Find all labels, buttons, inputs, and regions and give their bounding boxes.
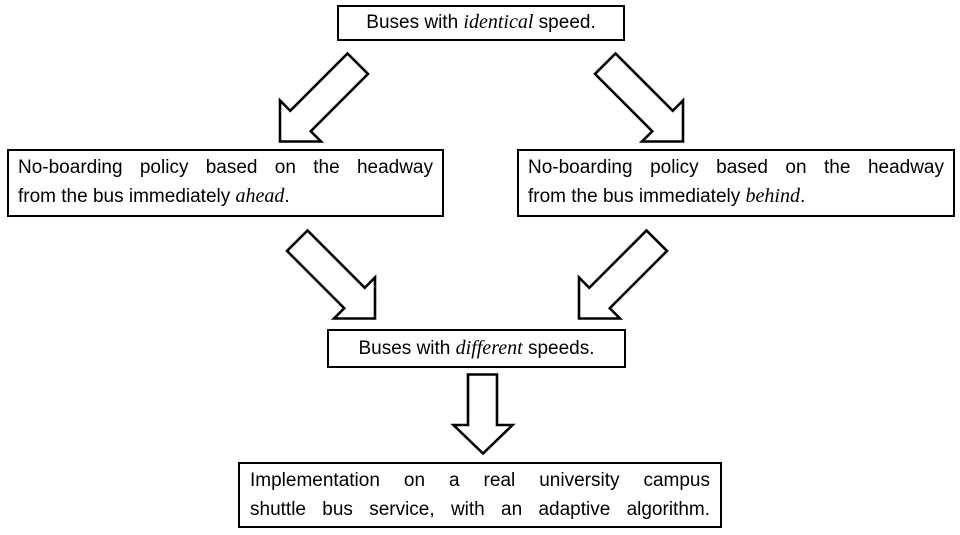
- connector-top-to-left: [277, 51, 371, 144]
- node-line-2: from the bus immediately ahead.: [18, 182, 433, 211]
- connector-left-to-middle: [284, 228, 378, 321]
- node-label-emphasis: different: [455, 337, 523, 359]
- node-label-lead: from the bus immediately: [528, 186, 746, 207]
- node-label-lead: Buses with: [366, 12, 464, 33]
- node-line-2: from the bus immediately behind.: [528, 182, 944, 211]
- node-line-1: No-boarding policy based on the headway: [528, 157, 944, 178]
- node-label-lead: from the bus immediately: [18, 186, 236, 207]
- node-label-tail: speed.: [533, 12, 596, 33]
- node-label-emphasis: identical: [463, 11, 534, 33]
- node-buses-different-speeds: Buses with different speeds.: [327, 329, 626, 368]
- node-label-tail: .: [799, 186, 806, 207]
- node-label-emphasis: behind: [745, 185, 800, 207]
- node-buses-identical-speed: Buses with identical speed.: [337, 5, 625, 41]
- down-right-block-arrow-icon: [593, 51, 685, 143]
- connector-right-to-middle: [576, 228, 670, 321]
- node-label-lead: Buses with: [358, 338, 456, 359]
- node-implementation-campus-shuttle: Implementation on a real university camp…: [238, 462, 722, 528]
- node-line-1: Implementation on a real university camp…: [250, 470, 710, 491]
- down-left-block-arrow-icon: [278, 51, 370, 143]
- down-right-block-arrow-icon: [285, 228, 377, 320]
- node-line-1: No-boarding policy based on the headway: [18, 157, 433, 178]
- node-label-tail: .: [284, 186, 290, 207]
- down-left-block-arrow-icon: [577, 228, 669, 320]
- node-policy-headway-ahead: No-boarding policy based on the headway …: [7, 149, 444, 217]
- node-policy-headway-behind: No-boarding policy based on the headway …: [517, 149, 955, 217]
- node-label-emphasis: ahead: [235, 185, 285, 207]
- node-line-2: shuttle bus service, with an adaptive al…: [250, 499, 710, 520]
- connector-middle-to-bottom: [450, 373, 516, 456]
- node-label-tail: speeds.: [522, 338, 595, 359]
- connector-top-to-right: [592, 51, 686, 144]
- down-block-arrow-icon: [450, 373, 516, 456]
